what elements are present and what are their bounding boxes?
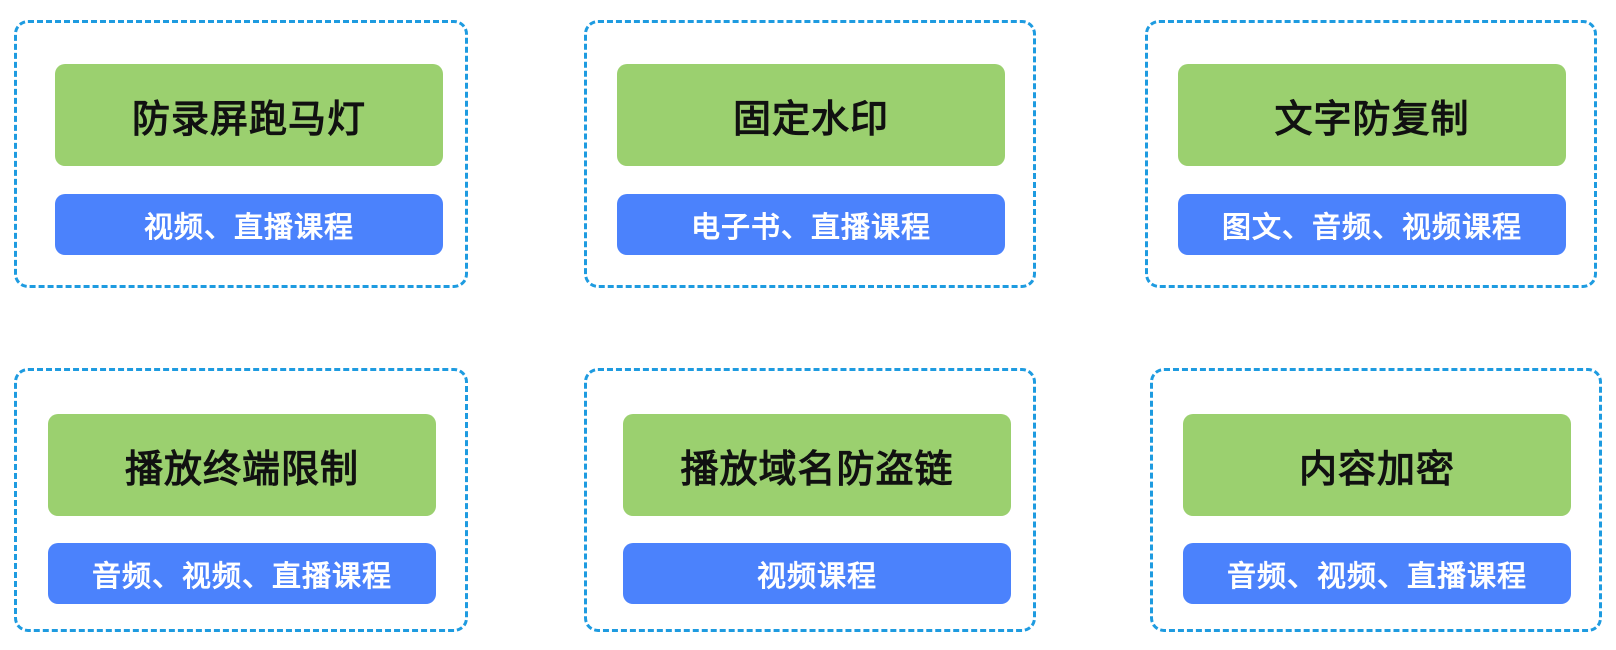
- feature-title: 防录屏跑马灯: [55, 64, 443, 166]
- feature-title: 固定水印: [617, 64, 1005, 166]
- feature-card-fixed-watermark: 固定水印 电子书、直播课程: [584, 20, 1036, 288]
- feature-scope: 视频、直播课程: [55, 194, 443, 255]
- feature-title: 播放终端限制: [48, 414, 436, 516]
- feature-card-content-encryption: 内容加密 音频、视频、直播课程: [1150, 368, 1602, 632]
- feature-scope: 音频、视频、直播课程: [1183, 543, 1571, 604]
- feature-card-copy-protection: 文字防复制 图文、音频、视频课程: [1145, 20, 1597, 288]
- feature-title: 文字防复制: [1178, 64, 1566, 166]
- feature-card-domain-anti-leech: 播放域名防盗链 视频课程: [584, 368, 1036, 632]
- feature-scope: 音频、视频、直播课程: [48, 543, 436, 604]
- feature-card-device-restriction: 播放终端限制 音频、视频、直播课程: [14, 368, 468, 632]
- feature-card-anti-screen-recording: 防录屏跑马灯 视频、直播课程: [14, 20, 468, 288]
- feature-scope: 图文、音频、视频课程: [1178, 194, 1566, 255]
- feature-scope: 视频课程: [623, 543, 1011, 604]
- feature-title: 内容加密: [1183, 414, 1571, 516]
- feature-scope: 电子书、直播课程: [617, 194, 1005, 255]
- feature-title: 播放域名防盗链: [623, 414, 1011, 516]
